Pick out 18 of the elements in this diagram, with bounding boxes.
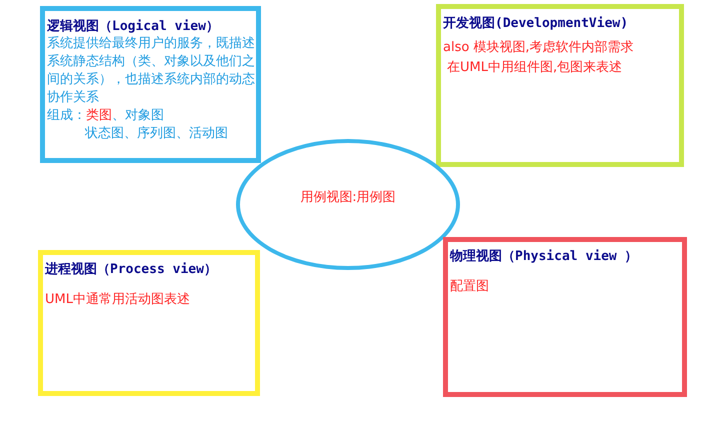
highlighted-text: 类图 bbox=[86, 107, 112, 125]
description-text: 系统提供给最终用户的服务，既描述系统静态结构（类、对象以及他们之间的关系），也描述系统内部的动态协作关系 bbox=[47, 35, 255, 107]
ellipse-label: 用例视图:用例图 bbox=[300, 188, 396, 206]
view-box bbox=[40, 6, 261, 163]
view-heading: 逻辑视图（Logical view） bbox=[47, 18, 219, 36]
description-text: 、对象图 bbox=[112, 107, 164, 125]
description-text: 组成： bbox=[47, 107, 86, 125]
description-text: also 模块视图,考虑软件内部需求 bbox=[443, 39, 635, 57]
view-heading: 进程视图（Process view） bbox=[45, 261, 217, 279]
view-box bbox=[443, 237, 687, 397]
description-text: 在UML中用组件图,包图来表述 bbox=[447, 59, 624, 77]
view-box bbox=[436, 4, 684, 167]
view-heading: 物理视图（Physical view ） bbox=[450, 248, 638, 266]
description-text: 配置图 bbox=[450, 278, 490, 296]
view-heading: 开发视图(DevelopmentView) bbox=[443, 15, 628, 33]
description-text: UML中通常用活动图表述 bbox=[45, 291, 191, 309]
view-box bbox=[38, 250, 260, 396]
description-text: 状态图、序列图、活动图 bbox=[85, 125, 229, 143]
